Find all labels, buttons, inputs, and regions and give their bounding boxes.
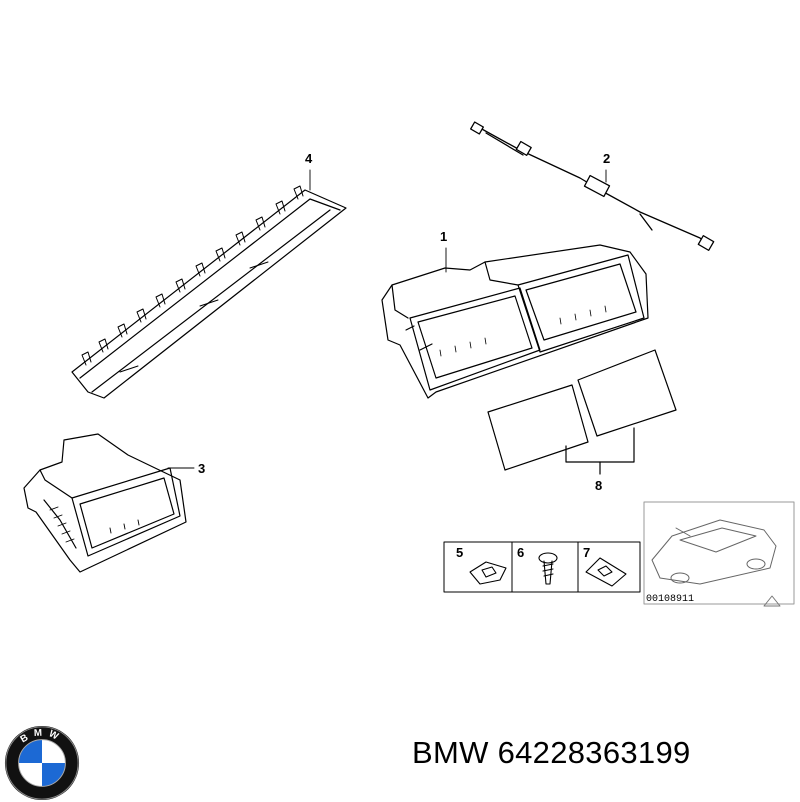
callout-3: 3 (198, 461, 205, 476)
callout-6: 6 (517, 545, 524, 560)
screw-part-6 (538, 552, 558, 585)
callout-8: 8 (595, 478, 602, 493)
clip-part-5 (469, 561, 507, 585)
cable-part-2 (470, 121, 715, 251)
callout-7: 7 (583, 545, 590, 560)
part-number-caption: BMW 64228363199 (412, 735, 691, 770)
bmw-logo: BMW (4, 725, 80, 801)
nut-part-7 (585, 557, 627, 587)
reference-code: 00108911 (646, 594, 694, 605)
vent-part-3 (23, 433, 195, 573)
callout-1: 1 (440, 229, 447, 244)
vehicle-reference-box (643, 501, 795, 607)
callout-4: 4 (305, 151, 313, 166)
vent-housing-part-1 (381, 244, 649, 399)
pads-part-8 (487, 349, 677, 475)
callout-2: 2 (603, 151, 610, 166)
trim-strip-part-4 (71, 169, 347, 399)
callout-5: 5 (456, 545, 463, 560)
